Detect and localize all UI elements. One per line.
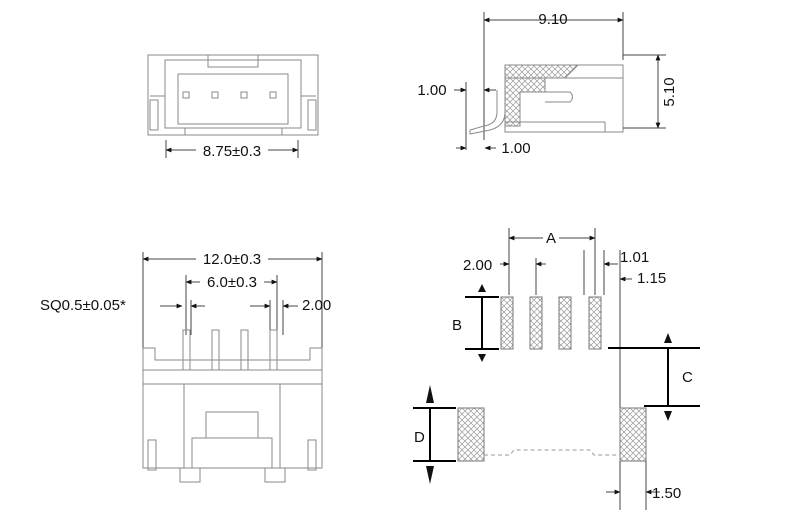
pad-right-mount xyxy=(619,407,647,462)
dim-width: 8.75±0.3 xyxy=(203,143,261,160)
pin-3 xyxy=(240,91,248,99)
dim-A: A xyxy=(546,230,556,247)
dim-pin: SQ0.5±0.05* xyxy=(40,297,126,314)
dim-150: 1.50 xyxy=(652,485,681,502)
dim-a: 1.00 xyxy=(417,82,446,99)
footprint-view: A 2.00 1.01 1.15 B C xyxy=(413,228,700,510)
side-view: 9.10 5.10 1.00 1.00 xyxy=(417,11,678,157)
dim-101: 1.01 xyxy=(620,249,649,266)
front-view: 12.0±0.3 6.0±0.3 SQ0.5±0.05* 2.00 xyxy=(40,250,331,483)
pin-4 xyxy=(269,329,278,371)
pad-2 xyxy=(529,296,543,350)
pin-1 xyxy=(182,91,190,99)
top-view: 8.75±0.3 xyxy=(147,54,319,160)
pin-1 xyxy=(182,329,191,371)
dim-overall: 12.0±0.3 xyxy=(203,251,261,268)
dim-length: 9.10 xyxy=(538,11,567,28)
pin-2 xyxy=(211,91,219,99)
dim-b: 1.00 xyxy=(501,140,530,157)
pin-4 xyxy=(269,91,277,99)
pad-left-mount xyxy=(457,407,485,462)
dim-115: 1.15 xyxy=(637,270,666,287)
pin-2 xyxy=(211,329,220,371)
pad-1 xyxy=(500,296,514,350)
dim-pitch-2: 2.00 xyxy=(463,257,492,274)
dim-B: B xyxy=(452,317,462,334)
pad-4 xyxy=(588,296,602,350)
dim-pitch: 2.00 xyxy=(302,297,331,314)
pad-3 xyxy=(558,296,572,350)
pin-3 xyxy=(240,329,249,371)
dim-pitch-span: 6.0±0.3 xyxy=(207,274,257,291)
dim-height: 5.10 xyxy=(661,77,678,106)
dim-C: C xyxy=(682,369,693,386)
dim-D: D xyxy=(414,429,425,446)
